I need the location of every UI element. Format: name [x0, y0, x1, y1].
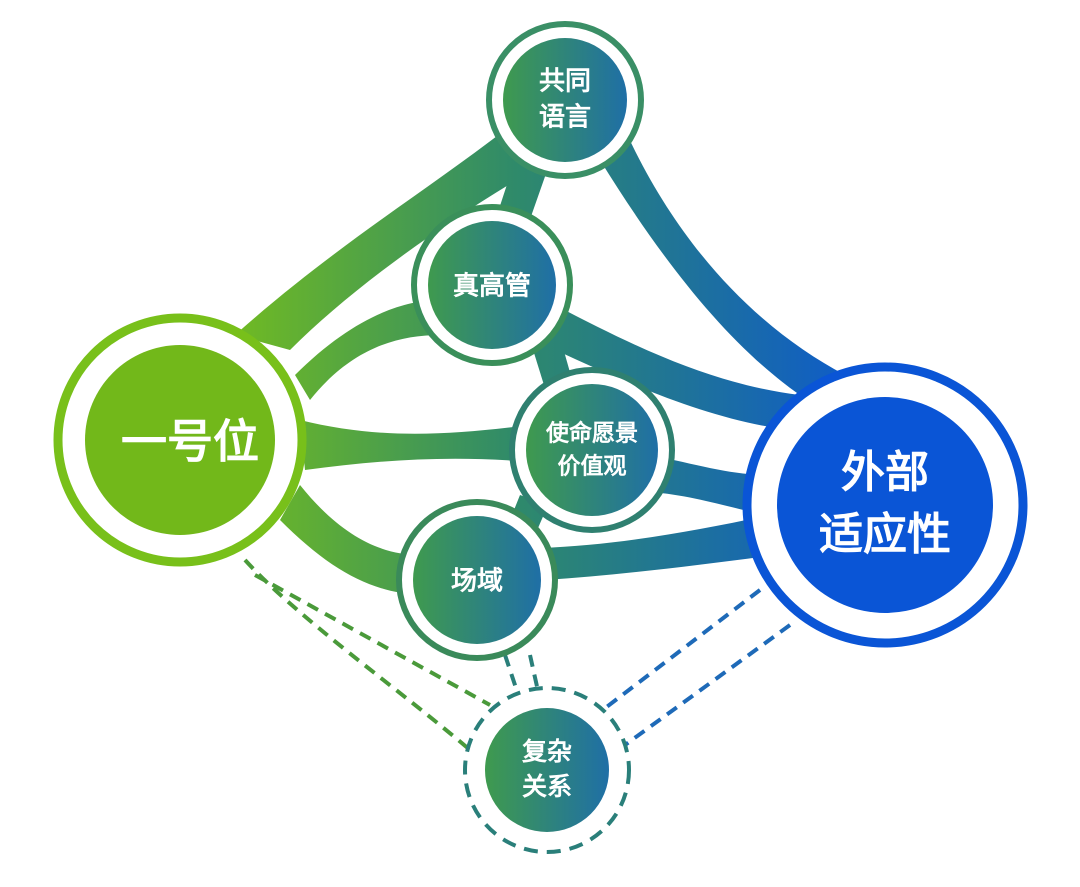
- node-adapt-label-1: 外部: [841, 447, 929, 498]
- band-leader-exec: [295, 300, 440, 400]
- node-relations: 复杂 关系: [463, 686, 631, 854]
- dashed-links: [243, 558, 792, 752]
- band-leader-language: [235, 130, 530, 350]
- node-mission-label-2: 价值观: [558, 453, 627, 480]
- dashed-link-leader-relations-1: [254, 573, 491, 707]
- dashed-link-adapt-relations-2: [623, 623, 792, 747]
- band-leader-mission: [300, 420, 530, 470]
- node-leader: 一号位: [53, 313, 307, 567]
- node-exec-label: 真高管: [453, 271, 531, 302]
- node-mission: 使命愿景 价值观: [509, 367, 675, 533]
- node-language-label-1: 共同: [539, 67, 591, 97]
- band-language-adapt: [600, 130, 845, 405]
- node-leader-label: 一号位: [121, 415, 259, 469]
- node-relations-label-1: 复杂: [522, 737, 572, 766]
- band-field-adapt: [540, 515, 775, 580]
- node-exec: 真高管: [411, 204, 573, 366]
- node-field: 场域: [396, 499, 558, 661]
- band-mission-adapt: [650, 455, 770, 515]
- dashed-link-leader-relations-2: [243, 558, 472, 752]
- node-adapt-label-2: 适应性: [819, 509, 951, 560]
- node-relations-label-2: 关系: [522, 772, 572, 801]
- band-exec-adapt: [545, 305, 800, 430]
- node-mission-label-1: 使命愿景: [545, 420, 638, 447]
- node-adapt: 外部 适应性: [742, 362, 1028, 648]
- node-language: 共同 语言: [486, 21, 644, 179]
- band-leader-field: [280, 485, 420, 595]
- node-field-label: 场域: [451, 567, 503, 597]
- dashed-link-field-relations: [503, 654, 542, 701]
- node-language-label-2: 语言: [539, 103, 591, 133]
- dashed-link-adapt-relations-1: [598, 588, 762, 714]
